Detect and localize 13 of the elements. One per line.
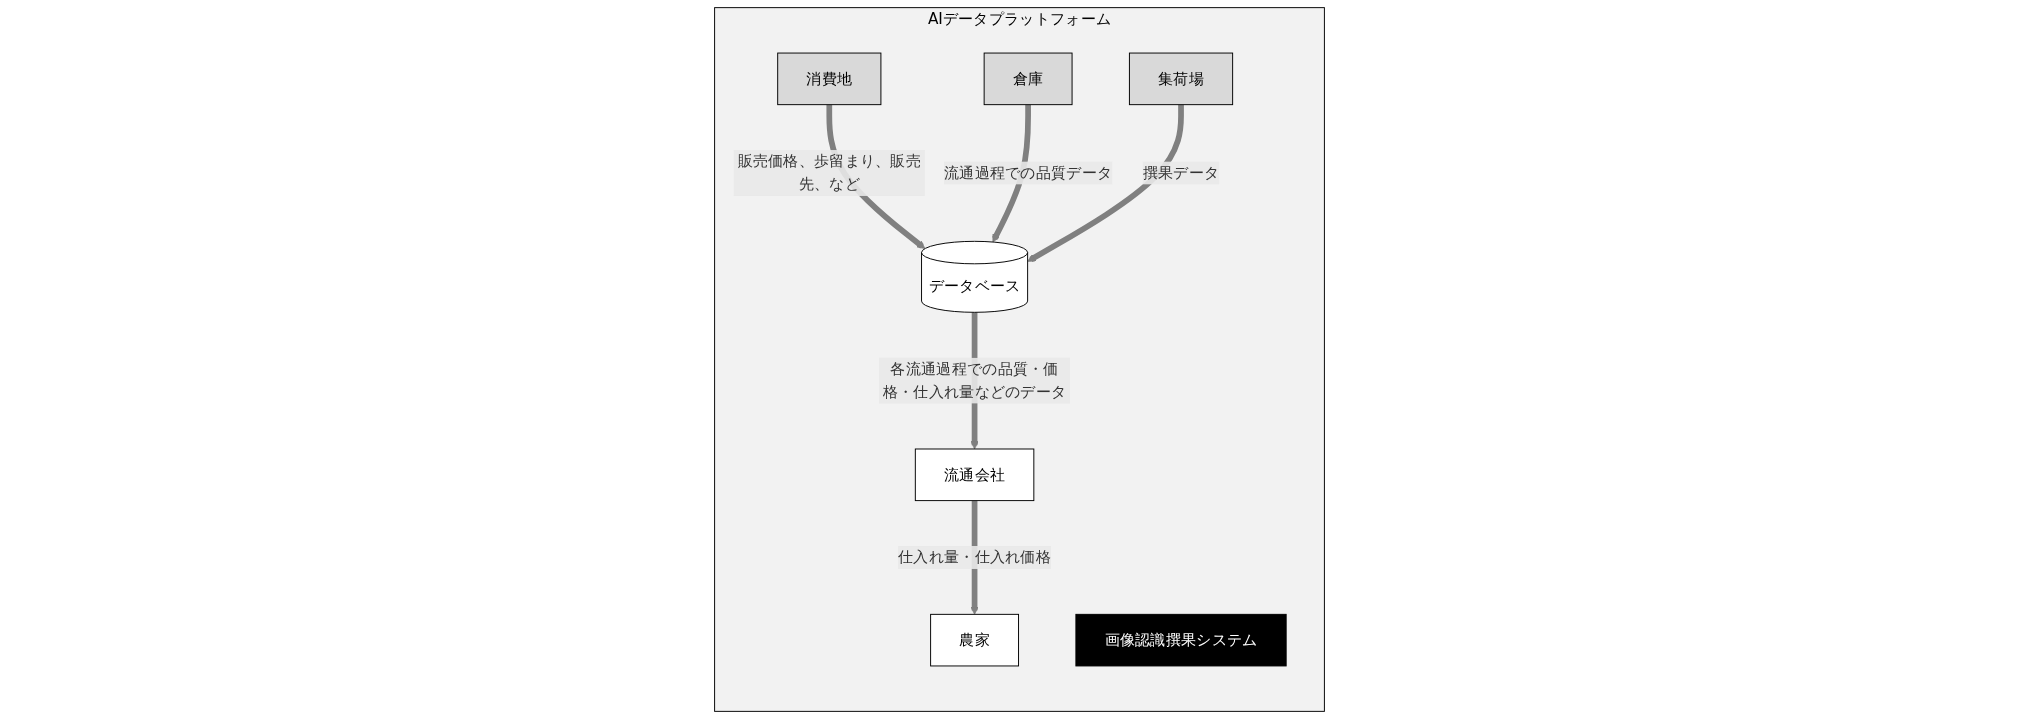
arrow	[992, 104, 1031, 243]
node-box: 流通会社	[914, 448, 1035, 502]
node-box: 倉庫	[983, 52, 1073, 106]
node-box: 画像認識撰果システム	[1075, 613, 1287, 667]
node-box: 集荷場	[1128, 52, 1234, 106]
edge-label: 撰果データ	[1142, 163, 1220, 182]
edge-label: 販売価格、歩留まり、販売先、など	[737, 151, 922, 194]
node-box: 農家	[930, 613, 1019, 667]
edge-label: 各流通過程での品質・価格・仕入れ量などのデータ	[882, 359, 1067, 401]
edge-label: 流通過程での品質データ	[943, 163, 1113, 182]
edge-label: 仕入れ量・仕入れ価格	[898, 547, 1052, 567]
arrow	[1027, 104, 1184, 262]
node-box: 消費地	[777, 52, 882, 106]
